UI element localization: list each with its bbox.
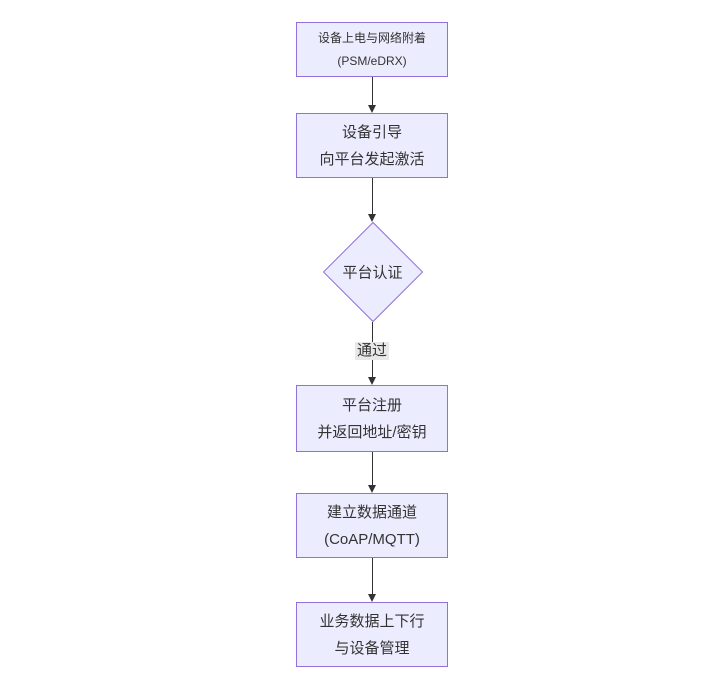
node-business: 业务数据上下行 与设备管理 <box>296 602 448 667</box>
arrowhead-icon <box>368 485 376 493</box>
node-register-line1: 平台注册 <box>341 396 402 414</box>
node-bootstrap-line1: 设备引导 <box>341 123 402 141</box>
node-platform-auth: 平台认证 <box>322 221 423 323</box>
node-business-line1: 业务数据上下行 <box>319 612 425 630</box>
node-data-channel-line2: (CoAP/MQTT) <box>324 530 420 548</box>
arrow-power-to-bootstrap <box>368 77 377 113</box>
node-register: 平台注册 并返回地址/密钥 <box>296 385 448 452</box>
arrow-line <box>372 178 373 215</box>
arrow-register-to-channel <box>368 452 377 493</box>
edge-label-pass: 通过 <box>354 342 390 360</box>
node-power-on: 设备上电与网络附着 (PSM/eDRX) <box>296 22 448 77</box>
arrowhead-icon <box>368 594 376 602</box>
node-power-on-line1: 设备上电与网络附着 <box>317 31 426 46</box>
node-bootstrap-line2: 向平台发起激活 <box>319 150 425 168</box>
node-data-channel: 建立数据通道 (CoAP/MQTT) <box>296 493 448 558</box>
node-power-on-line2: (PSM/eDRX) <box>337 53 407 68</box>
arrow-line <box>372 558 373 595</box>
arrowhead-icon <box>368 214 376 222</box>
node-data-channel-line1: 建立数据通道 <box>326 503 417 521</box>
node-register-line2: 并返回地址/密钥 <box>317 423 427 441</box>
arrow-line <box>372 452 373 486</box>
arrow-line <box>372 77 373 106</box>
arrow-bootstrap-to-auth <box>368 178 377 222</box>
arrow-channel-to-business <box>368 558 377 602</box>
arrowhead-icon <box>368 377 376 385</box>
node-business-line2: 与设备管理 <box>334 639 410 657</box>
arrowhead-icon <box>368 105 376 113</box>
node-bootstrap: 设备引导 向平台发起激活 <box>296 113 448 178</box>
node-platform-auth-label: 平台认证 <box>342 264 403 282</box>
